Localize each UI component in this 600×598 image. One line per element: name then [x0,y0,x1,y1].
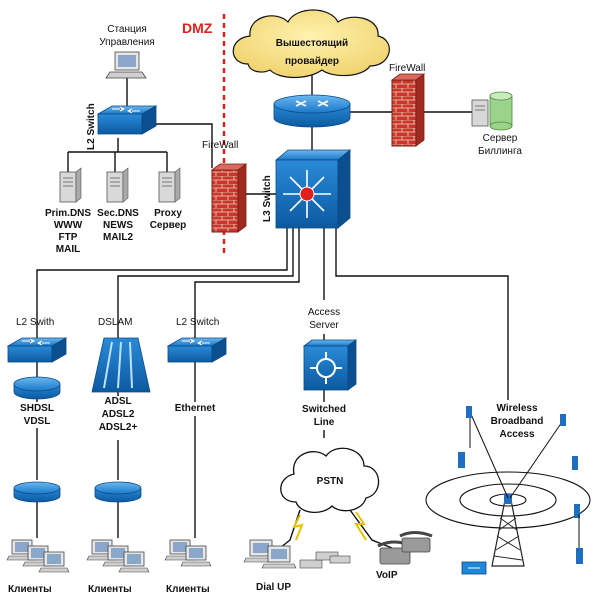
access-server-icon [302,339,358,391]
svg-text:NEWS: NEWS [103,220,133,231]
l2-switch-mid-icon [166,337,228,363]
l2-switch-top-label: L2 Switch [86,103,97,150]
modem-client-mid-icon [94,481,142,503]
wireless-label-line2: Broadband [491,416,544,427]
firewall-left-icon [210,163,248,233]
dslam-icon [91,337,151,393]
shdsl-label-line2: VDSL [24,416,51,427]
provider-title-line2: провайдер [285,56,339,67]
l2-switch-left-icon [6,337,68,363]
adsl-label-line3: ADSL2+ [99,422,138,433]
firewall-right-icon [390,73,426,147]
links [36,72,509,549]
mgmt-label-line2: Управления [99,37,154,48]
server-secondary-icon [106,167,129,203]
shdsl-label-line1: SHDSL [20,403,54,414]
access-label-line2: Server [309,320,339,331]
provider-cloud: Вышестоящий провайдер [232,9,390,79]
svg-text:PSTN: PSTN [317,476,344,487]
clients-mid-icon [86,539,150,573]
l2-mid-label: L2 Switch [176,317,219,328]
svg-text:MAIL: MAIL [56,244,80,255]
billing-label-line2: Биллинга [478,146,522,157]
adsl-label-line2: ADSL2 [102,409,135,420]
wireless-rings [425,471,591,529]
billing-label-line1: Сервер [483,133,518,144]
dmz-label: DMZ [182,20,213,36]
switched-label-line2: Line [314,417,335,428]
clients-right-label: Клиенты [166,584,210,595]
pstn-cloud: PSTN [280,447,380,513]
wireless-antennas-icon [458,406,583,575]
svg-text:Proxy: Proxy [154,208,182,219]
svg-text:Sec.DNS: Sec.DNS [97,208,139,219]
modem-client-left-icon [13,481,61,503]
server-primary-label: Prim.DNS WWW FTP MAIL [45,208,91,255]
wireless-label-line1: Wireless [496,403,537,414]
dialup-label: Dial UP [256,582,291,593]
svg-text:FTP: FTP [59,232,78,243]
billing-server-icon [471,91,513,131]
server-proxy-icon [158,167,181,203]
wireless-label-line3: Access [499,429,534,440]
l2-switch-top-icon [96,105,158,135]
clients-right-icon [164,539,212,567]
clients-left-label: Клиенты [8,584,52,595]
svg-text:MAIL2: MAIL2 [103,232,133,243]
wireless-tower-icon [491,494,525,567]
mgmt-label-line1: Станция [107,24,147,35]
svg-text:Prim.DNS: Prim.DNS [45,208,91,219]
l3-switch-icon [274,149,352,229]
clients-mid-label: Клиенты [88,584,132,595]
firewall-left-label: FireWall [202,140,238,151]
ethernet-label: Ethernet [175,403,216,414]
firewall-right-label: FireWall [389,63,425,74]
svg-text:Сервер: Сервер [150,220,187,231]
voip-label: VoIP [376,570,398,581]
server-secondary-label: Sec.DNS NEWS MAIL2 [97,208,139,243]
router-icon [273,94,351,128]
lightning-dialup-icon [292,514,304,541]
access-label-line1: Access [308,307,340,318]
adsl-label-line1: ADSL [104,396,131,407]
l3-switch-label: L3 Switch [262,175,273,222]
modem-shdsl-icon [13,376,61,400]
lightning-voip-icon [354,511,367,541]
svg-text:WWW: WWW [54,220,83,231]
server-proxy-label: Proxy Сервер [150,208,187,231]
dslam-label: DSLAM [98,317,132,328]
clients-left-icon [6,539,70,573]
dialup-clients-icon [243,539,351,569]
provider-title-line1: Вышестоящий [276,38,348,49]
workstation-icon [105,51,147,79]
l2-left-label: L2 Swith [16,317,54,328]
server-primary-icon [59,167,82,203]
voip-phones-icon [377,531,433,565]
switched-label-line1: Switched [302,404,346,415]
